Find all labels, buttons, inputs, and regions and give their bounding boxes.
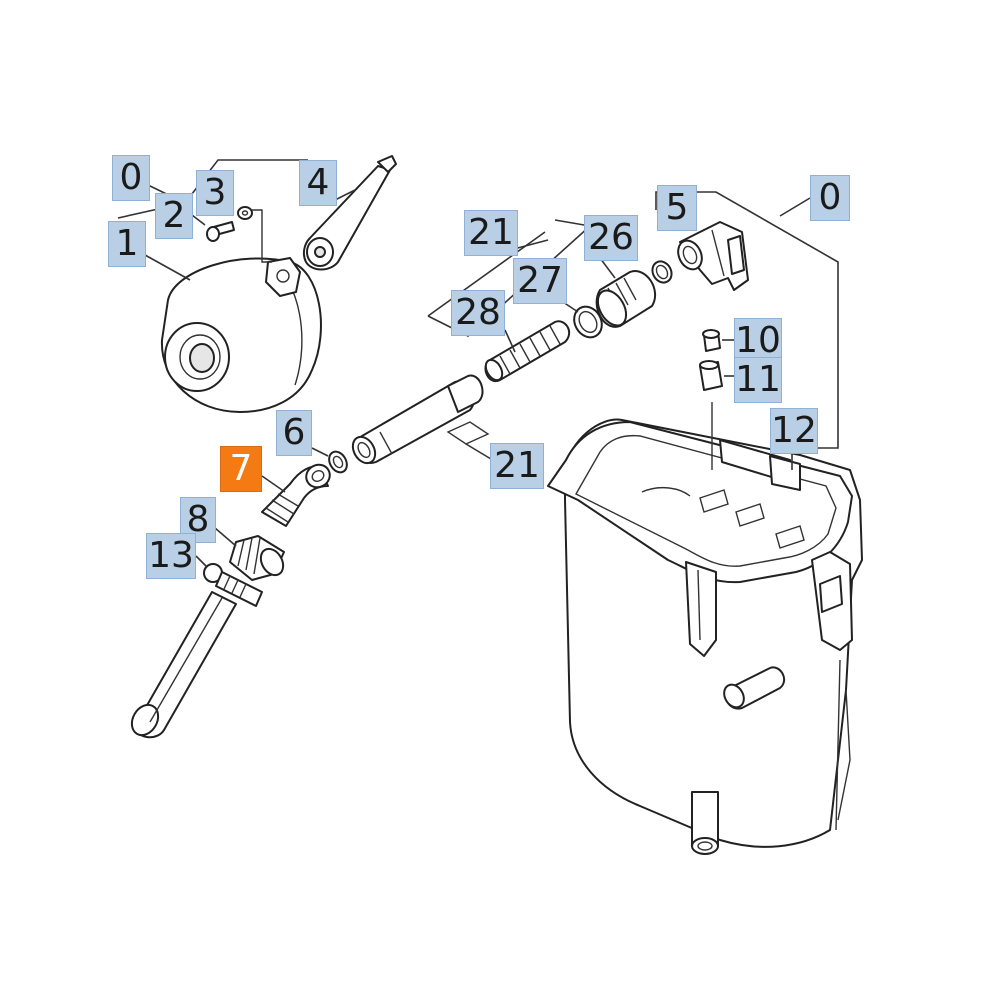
callout-21-top[interactable]: 21 (464, 210, 518, 256)
hose-nipple-part-7 (261, 463, 331, 527)
float-arm-part-4 (302, 155, 397, 271)
callout-3[interactable]: 3 (196, 170, 234, 216)
callout-5[interactable]: 5 (657, 185, 697, 231)
screw-part-2 (191, 214, 235, 242)
callout-0-right[interactable]: 0 (810, 175, 850, 221)
callout-2[interactable]: 2 (155, 193, 193, 239)
callout-21-bottom[interactable]: 21 (490, 443, 544, 489)
callout-26[interactable]: 26 (584, 215, 638, 261)
hose (130, 591, 237, 739)
washer-part-3 (237, 206, 272, 263)
callout-11[interactable]: 11 (734, 357, 782, 403)
callout-1[interactable]: 1 (108, 221, 146, 267)
callout-28[interactable]: 28 (451, 290, 505, 336)
union-nut-part-26 (595, 257, 657, 328)
group-0-right-leader (655, 191, 839, 449)
outlet-pipe (351, 374, 484, 465)
callout-6[interactable]: 6 (276, 410, 312, 456)
callout-27[interactable]: 27 (513, 258, 567, 304)
o-ring-part-6 (311, 447, 348, 474)
sleeve-part-11 (699, 360, 734, 391)
hose-clamp-part-13 (195, 555, 263, 607)
water-tank (547, 402, 863, 855)
nut-part-8 (214, 527, 285, 581)
callout-10[interactable]: 10 (734, 318, 782, 364)
callout-7-selected[interactable]: 7 (220, 446, 262, 492)
elbow-connector-part-5 (677, 221, 749, 291)
o-ring-small (651, 260, 673, 284)
part-21-bracket (446, 421, 497, 463)
callout-8[interactable]: 8 (180, 497, 216, 543)
float-ball-part-1 (144, 254, 322, 413)
callout-4[interactable]: 4 (299, 160, 337, 206)
callout-13[interactable]: 13 (146, 533, 196, 579)
strainer-filter-part-28 (484, 320, 571, 383)
cap-part-10 (702, 329, 734, 352)
callout-0-left[interactable]: 0 (112, 155, 150, 201)
callout-12[interactable]: 12 (770, 408, 818, 454)
